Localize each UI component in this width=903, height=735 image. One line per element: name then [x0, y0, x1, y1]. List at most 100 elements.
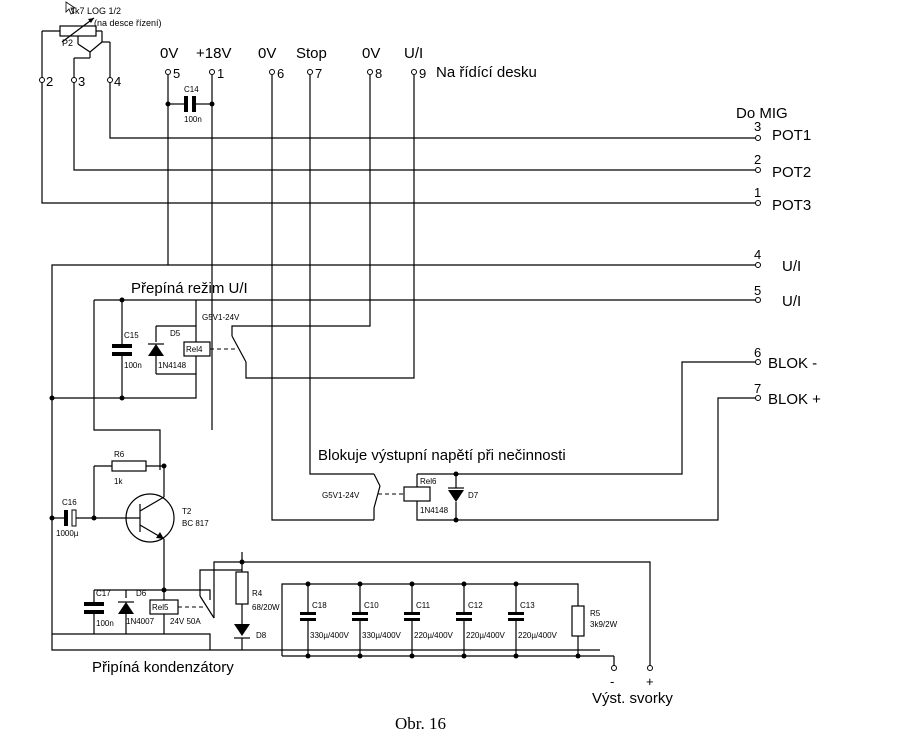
top-destination: Na řídící desku: [436, 64, 537, 81]
mig-label-4: U/I: [782, 293, 801, 310]
output-plus: +: [646, 674, 654, 689]
cap-c13-value: 220µ/400V: [518, 631, 558, 640]
mig-label-1: POT2: [772, 164, 811, 181]
r4-value: 68/20W: [252, 603, 280, 612]
cap-c12: C12 220µ/400V: [456, 581, 506, 659]
cap-c11-ref: C11: [416, 601, 431, 610]
r5-value: 3k9/2W: [590, 620, 618, 629]
top-term-pin-1: 1: [217, 66, 224, 81]
t2-value: BC 817: [182, 519, 209, 528]
cap-c18: C18 330µ/400V: [300, 581, 350, 659]
mig-pin-6: 7: [754, 381, 761, 396]
rel5-rating: 24V 50A: [170, 617, 201, 626]
d5-value: 1N4148: [158, 361, 187, 370]
cap-c18-value: 330µ/400V: [310, 631, 350, 640]
pot-pin-3: [71, 77, 77, 83]
cap-c13: C13 220µ/400V: [508, 581, 558, 659]
top-terminal-block: 0V +18V 0V Stop 0V U/I 5 1 6 7 8 9 Na ří…: [160, 45, 537, 81]
mig-pin-1: 2: [754, 152, 761, 167]
top-term-label-1: +18V: [196, 45, 231, 62]
cap-c10: C10 330µ/400V: [352, 581, 402, 659]
rel6-diode: 1N4148: [420, 506, 449, 515]
mig-pin-4: 5: [754, 283, 761, 298]
rel4-ref: Rel4: [186, 345, 203, 354]
top-term-pin-4: 8: [375, 66, 382, 81]
top-term-label-0: 0V: [160, 45, 178, 62]
cap-c10-value: 330µ/400V: [362, 631, 402, 640]
ui-switch-note: Přepíná režim U/I: [131, 280, 248, 297]
cap-c11-value: 220µ/400V: [414, 631, 454, 640]
mig-label-6: BLOK +: [768, 391, 821, 408]
cap-c10-ref: C10: [364, 601, 379, 610]
pot-pin-label-2: 2: [46, 74, 53, 89]
cap-c12-value: 220µ/400V: [466, 631, 506, 640]
top-term-pin-3: 7: [315, 66, 322, 81]
d7-ref: D7: [468, 491, 479, 500]
mig-label-3: U/I: [782, 258, 801, 275]
mig-label-2: POT3: [772, 197, 811, 214]
pot-note: (na desce řízení): [94, 18, 162, 28]
mig-pin-3: 4: [754, 247, 761, 262]
r5-ref: R5: [590, 609, 601, 618]
rel6-ref: Rel6: [420, 477, 437, 486]
top-term-pin-5: 9: [419, 66, 426, 81]
top-term-label-4: 0V: [362, 45, 380, 62]
caps-switch-note: Připíná kondenzátory: [92, 659, 234, 676]
mig-label-5: BLOK -: [768, 355, 817, 372]
c14-value: 100n: [184, 115, 202, 124]
mig-pin-2: 1: [754, 185, 761, 200]
cap-c13-ref: C13: [520, 601, 535, 610]
r4-ref: R4: [252, 589, 263, 598]
top-term-pin-0: 5: [173, 66, 180, 81]
capacitor-c14: C14 100n: [165, 75, 215, 430]
d8-ref: D8: [256, 631, 267, 640]
ui-switch-section: Přepíná režim U/I C15 100n D5 1N4148 Rel…: [49, 75, 756, 470]
rel4-type: G5V1-24V: [202, 313, 240, 322]
c15-value: 100n: [124, 361, 142, 370]
cap-c11: C11 220µ/400V: [404, 581, 454, 659]
top-term-label-2: 0V: [258, 45, 276, 62]
figure-caption: Obr. 16: [395, 714, 446, 733]
pot-pin-2: [39, 77, 45, 83]
d6-value: 1N4007: [126, 617, 155, 626]
output-minus: -: [610, 674, 614, 689]
block-note: Blokuje výstupní napětí při nečinnosti: [318, 447, 566, 464]
c17-ref: C17: [96, 589, 111, 598]
output-terminals: - + Výst. svorky: [592, 665, 673, 707]
cap-c18-ref: C18: [312, 601, 327, 610]
potentiometer-p2: 4k7 LOG 1/2 (na desce řízení) P2 2 3 4: [39, 6, 162, 89]
top-term-label-5: U/I: [404, 45, 423, 62]
d6-ref: D6: [136, 589, 147, 598]
t2-ref: T2: [182, 507, 192, 516]
c14-ref: C14: [184, 85, 199, 94]
r6-value: 1k: [114, 477, 123, 486]
c17-value: 100n: [96, 619, 114, 628]
r6-ref: R6: [114, 450, 125, 459]
top-term-label-3: Stop: [296, 45, 327, 62]
cap-c12-ref: C12: [468, 601, 483, 610]
c16-ref: C16: [62, 498, 77, 507]
resistor-r5: R5 3k9/2W: [571, 605, 618, 659]
pot-pin-label-3: 3: [78, 74, 85, 89]
mig-label-0: POT1: [772, 127, 811, 144]
mig-pin-0: 3: [754, 119, 761, 134]
block-relay-section: Blokuje výstupní napětí při nečinnosti G…: [271, 75, 756, 523]
rel6-type: G5V1-24V: [322, 491, 360, 500]
d5-ref: D5: [170, 329, 181, 338]
mouse-cursor-icon: [65, 1, 77, 15]
pot-ref: P2: [62, 38, 73, 48]
pot-pin-label-4: 4: [114, 74, 121, 89]
capacitor-switch-section: C17 100n D6 1N4007 Rel5 24V 50A R4 68/20…: [52, 552, 651, 676]
mig-title: Do MIG: [736, 105, 788, 122]
capacitor-bank: C18 330µ/400V C10 330µ/400V C11 220µ/400…: [281, 581, 618, 666]
top-term-pin-2: 6: [277, 66, 284, 81]
c16-value: 1000µ: [56, 529, 79, 538]
transistor-section: R6 1k T2 BC 817 C16 1000µ: [49, 450, 209, 590]
pot-pin-4: [107, 77, 113, 83]
mig-pin-5: 6: [754, 345, 761, 360]
mig-terminal-block: Do MIG 3 2 1 4 5 6 7 POT1 POT2 POT3 U/I …: [736, 105, 821, 408]
rel5-ref: Rel5: [152, 603, 169, 612]
c15-ref: C15: [124, 331, 139, 340]
